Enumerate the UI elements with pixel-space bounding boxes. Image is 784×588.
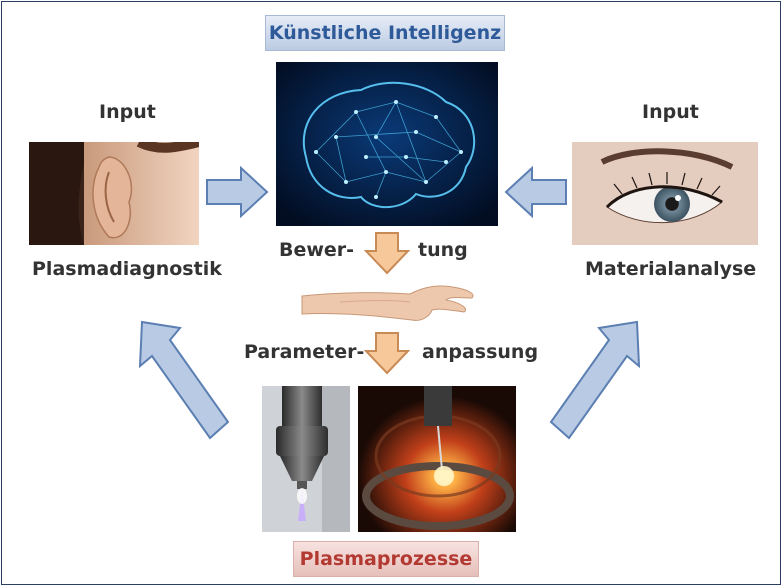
adjust-right-label: anpassung [422, 341, 539, 363]
left-input-label: Input [99, 101, 156, 123]
plasma-chamber-icon [358, 386, 516, 532]
arrow-up-right-icon [549, 320, 641, 440]
process-title: Plasmaprozesse [293, 541, 479, 577]
left-diagnostics-label: Plasmadiagnostik [32, 258, 222, 280]
evaluation-left-label: Bewer- [279, 239, 355, 261]
hand-arm-icon [301, 285, 474, 321]
ear-icon [29, 142, 199, 245]
adjust-left-label: Parameter- [244, 341, 365, 363]
evaluation-right-label: tung [418, 239, 468, 261]
arrow-down-icon [364, 232, 410, 275]
arrow-up-left-icon [138, 320, 230, 440]
right-analysis-label: Materialanalyse [585, 258, 757, 280]
plasma-nozzle-icon [262, 386, 350, 532]
arrow-left-icon [504, 166, 567, 218]
arrow-right-icon [206, 166, 269, 218]
ai-title: Künstliche Intelligenz [265, 15, 505, 51]
neural-network-brain-icon [276, 62, 498, 226]
right-input-label: Input [642, 101, 699, 123]
eye-icon [572, 142, 758, 245]
arrow-down-icon [364, 332, 410, 375]
